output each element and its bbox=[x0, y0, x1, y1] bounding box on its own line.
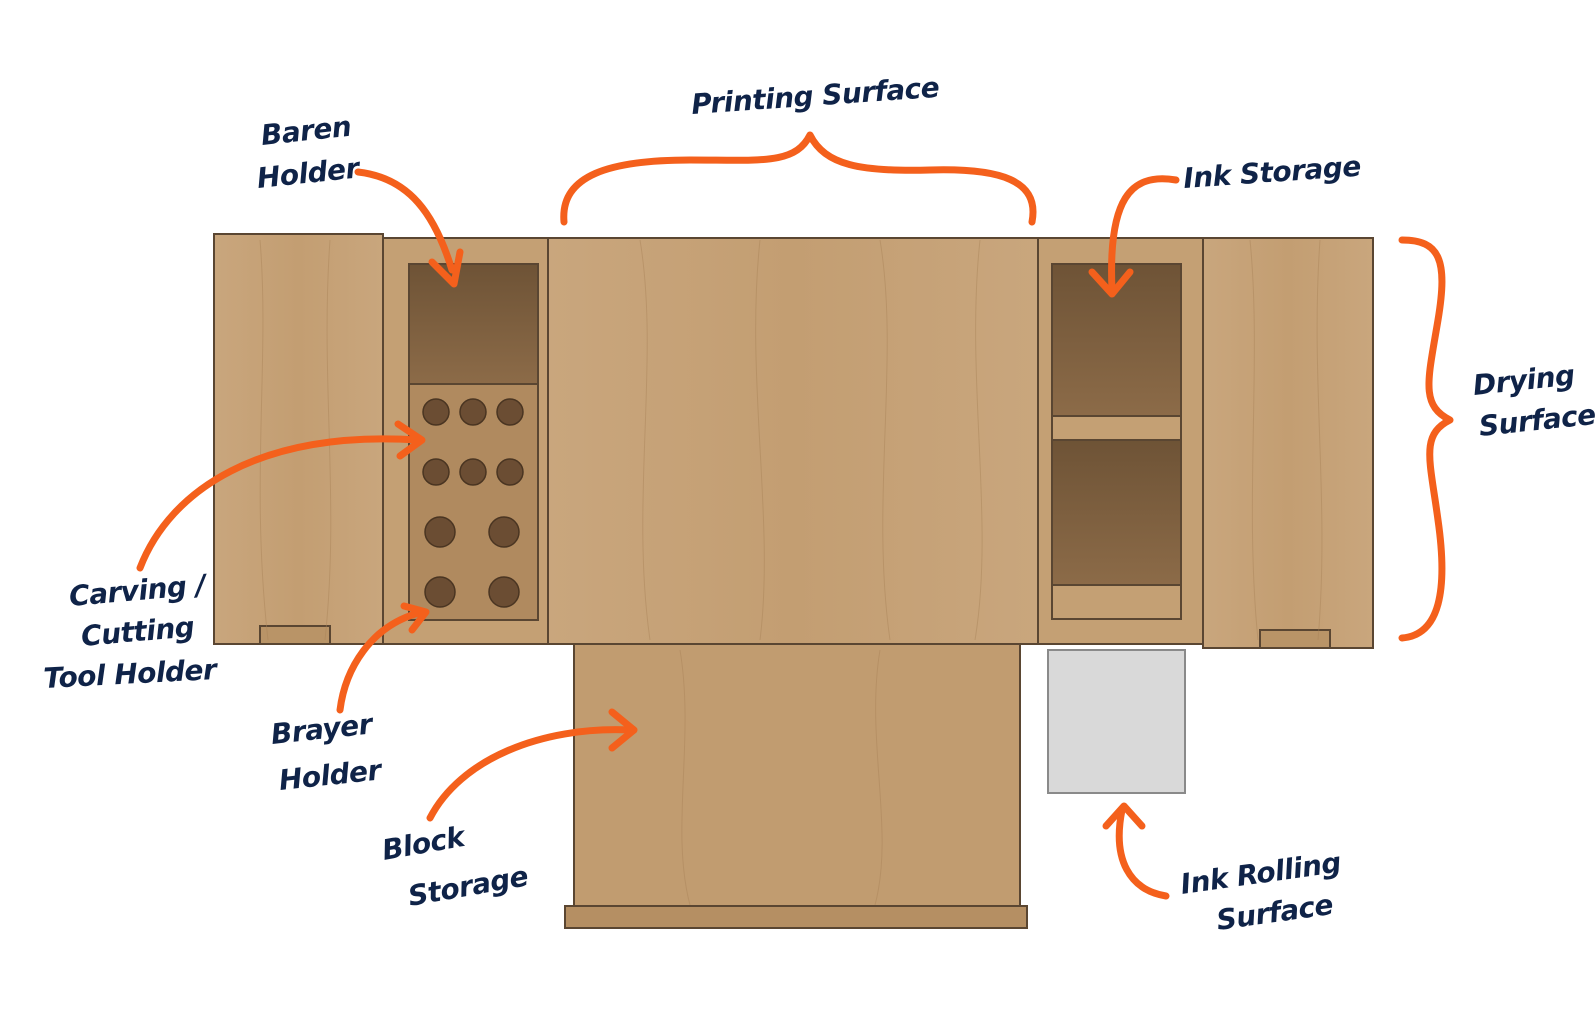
left-panel-handle bbox=[260, 626, 330, 644]
ink-storage-drawer-front bbox=[1052, 585, 1181, 619]
printing-surface-panel bbox=[548, 238, 1038, 644]
carving-label-line3: Tool Holder bbox=[43, 653, 220, 695]
tool-hole bbox=[423, 399, 449, 425]
drying-label-line1: Drying bbox=[1471, 358, 1576, 402]
drying-label-line2: Surface bbox=[1477, 398, 1596, 443]
drying-surface-brace bbox=[1402, 240, 1450, 638]
block-storage-drawer-lip bbox=[565, 906, 1027, 928]
ink-storage-shelf bbox=[1052, 416, 1181, 440]
ink-storage-lower-cavity bbox=[1052, 440, 1181, 585]
printing-surface-brace bbox=[564, 135, 1033, 222]
block-storage-drawer bbox=[574, 644, 1020, 906]
brayer-hole bbox=[425, 577, 455, 607]
carving-label-line2: Cutting bbox=[80, 610, 196, 653]
ink-storage-label: Ink Storage bbox=[1182, 150, 1362, 195]
baren-holder-cavity bbox=[409, 264, 538, 384]
tool-hole bbox=[497, 399, 523, 425]
tool-hole bbox=[460, 399, 486, 425]
tool-hole bbox=[497, 459, 523, 485]
printing-surface-label: Printing Surface bbox=[690, 71, 940, 121]
ink-rolling-label-line2: Surface bbox=[1214, 888, 1335, 937]
brayer-hole bbox=[489, 577, 519, 607]
cabinet bbox=[214, 234, 1373, 928]
right-drying-panel bbox=[1203, 238, 1373, 648]
brayer-label-line1: Brayer bbox=[269, 707, 376, 751]
block-label-line2: Storage bbox=[405, 859, 530, 913]
brayer-hole bbox=[489, 517, 519, 547]
carving-label-line1: Carving / bbox=[68, 568, 210, 613]
block-label-line1: Block bbox=[379, 820, 469, 867]
right-panel-handle bbox=[1260, 630, 1330, 648]
tool-hole bbox=[460, 459, 486, 485]
brayer-hole bbox=[425, 517, 455, 547]
brayer-label-line2: Holder bbox=[277, 753, 385, 797]
baren-label-line1: Baren bbox=[259, 110, 352, 152]
tool-hole bbox=[423, 459, 449, 485]
ink-rolling-slab bbox=[1048, 650, 1185, 793]
baren-label-line2: Holder bbox=[255, 151, 363, 195]
